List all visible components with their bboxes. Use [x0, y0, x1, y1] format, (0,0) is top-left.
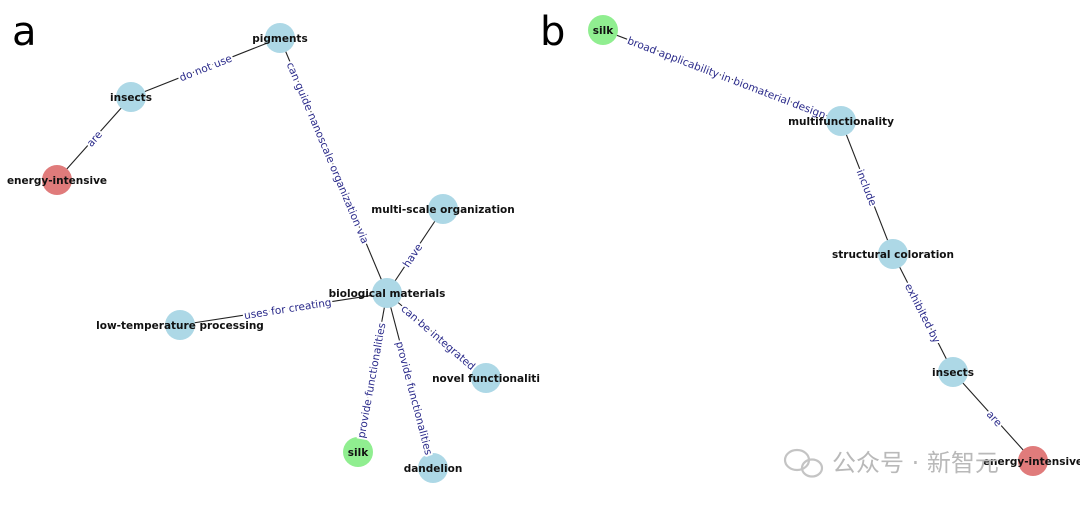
node-multi [826, 106, 856, 136]
node-insects [938, 357, 968, 387]
node-label-msorg: multi-scale organization [371, 204, 515, 216]
panel-a-letter: a [12, 9, 37, 55]
node-energy [1018, 446, 1048, 476]
node-lowtemp [165, 310, 195, 340]
node-label-biomat: biological materials [329, 288, 446, 300]
edge-multi-struct [840, 120, 894, 255]
edge-insects-energy [952, 371, 1034, 462]
node-label-novel: novel functionaliti [432, 373, 540, 385]
node-label-silk: silk [593, 25, 614, 37]
node-label-multi: multifunctionality [788, 116, 894, 128]
node-biomat [372, 278, 402, 308]
edge-biomat-novel [386, 292, 487, 379]
node-silk [588, 15, 618, 45]
edge-label-biomat-silk: provide functionalities [356, 322, 389, 439]
node-label-insects: insects [932, 367, 974, 379]
edge-struct-insects [892, 253, 954, 373]
panel-b-letter: b [540, 9, 565, 55]
edge-lowtemp-biomat [179, 292, 388, 326]
graph-panel-b: broad applicability in biomaterial desig… [588, 15, 1080, 476]
edge-label-pigments-biomat: can guide nanoscale organization via [284, 61, 371, 246]
edge-label-silk-multi: broad applicability in biomaterial desig… [626, 35, 828, 122]
node-pigments [265, 23, 295, 53]
edge-label-pigments-insects: do not use [178, 53, 234, 85]
edge-insects-energy [56, 96, 132, 181]
edge-pigments-biomat [279, 37, 388, 294]
edge-biomat-silk [357, 292, 388, 453]
node-label-energy: energy-intensive [983, 456, 1080, 468]
node-silk [343, 437, 373, 467]
node-msorg [428, 194, 458, 224]
edge-pigments-insects [130, 37, 281, 98]
node-label-insects: insects [110, 92, 152, 104]
node-struct [878, 239, 908, 269]
node-label-energy: energy-intensive [7, 175, 107, 187]
edge-label-msorg-biomat: have [401, 242, 425, 270]
node-label-lowtemp: low-temperature processing [96, 320, 264, 332]
wechat-icon [783, 448, 824, 478]
edge-silk-multi [602, 29, 842, 122]
edge-label-struct-insects: exhibited by [902, 282, 942, 345]
node-label-struct: structural coloration [832, 249, 954, 261]
watermark: 公众号 · 新智元 [783, 448, 999, 478]
edge-msorg-biomat [386, 208, 444, 294]
node-label-dandelion: dandelion [404, 463, 463, 475]
node-label-pigments: pigments [252, 33, 307, 45]
edge-biomat-dandelion [386, 292, 434, 469]
edge-label-biomat-dandelion: provide functionalities [393, 340, 434, 456]
node-insects [116, 82, 146, 112]
node-label-silk: silk [348, 447, 369, 459]
node-novel [471, 363, 501, 393]
node-energy [42, 165, 72, 195]
edge-label-insects-energy: are [984, 409, 1004, 430]
watermark-text: 公众号 · 新智元 [832, 449, 999, 477]
edge-label-multi-struct: include [854, 168, 879, 208]
edge-label-lowtemp-biomat: uses for creating [243, 297, 332, 322]
node-dandelion [418, 453, 448, 483]
